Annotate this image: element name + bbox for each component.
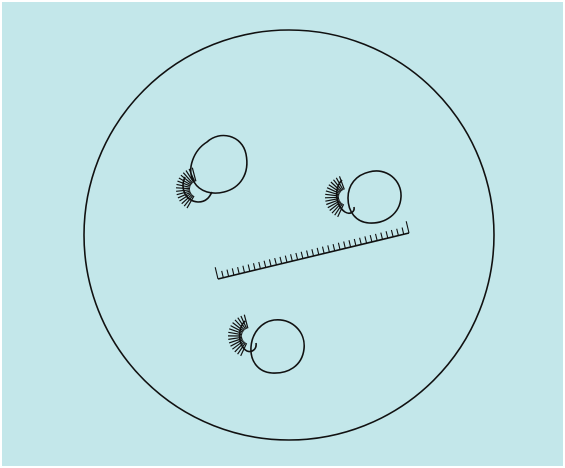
- cell-1-cilium: [176, 188, 190, 189]
- cell-2-cilium: [325, 197, 339, 198]
